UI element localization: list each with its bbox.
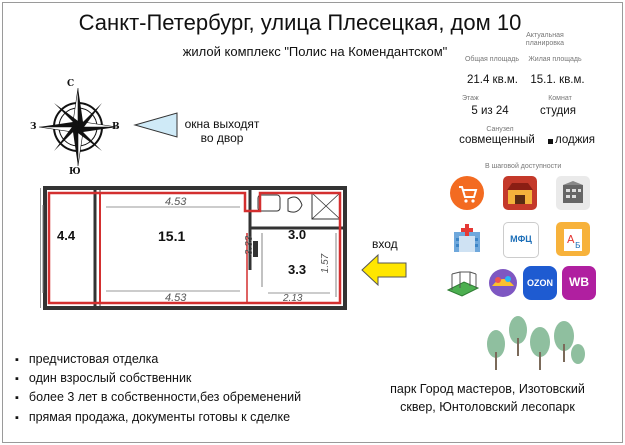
- window-direction-icon: [133, 112, 178, 138]
- bath-area-label: 3.0: [288, 227, 307, 242]
- loggia-area-label: 4.4: [57, 228, 76, 243]
- entrance-label: вход: [372, 237, 398, 251]
- ozon-icon: OZON: [523, 266, 557, 300]
- total-area-value: 21.4 кв.м.: [466, 74, 518, 86]
- living-area-label: Жилая площадь: [528, 56, 582, 63]
- balcony-value: лоджия: [555, 134, 596, 146]
- compass-south-label: Ю: [69, 167, 81, 177]
- parks-line1: парк Город мастеров, Изотовский: [390, 382, 585, 396]
- actual-layout-label: Актуальная планировка: [525, 32, 565, 47]
- complex-subtitle: жилой комплекс "Полис на Комендантском": [182, 44, 448, 59]
- feature-item: более 3 лет в собственности,без обремене…: [15, 388, 301, 407]
- bathroom-label: Санузел: [486, 126, 514, 133]
- window-note: окна выходят во двор: [172, 117, 272, 145]
- total-area-label: Общая площадь: [464, 56, 520, 63]
- dim-top-label: 4.53: [165, 196, 187, 208]
- entrance-arrow-icon: [361, 253, 407, 287]
- compass-west-label: З: [30, 122, 37, 132]
- bullet-icon: [548, 139, 553, 144]
- dim-vertical-left-label: 3.33: [244, 235, 256, 256]
- floor-value: 5 из 24: [471, 105, 509, 117]
- dim-vertical-right-label: 1.57: [320, 253, 332, 274]
- wb-label: WB: [569, 275, 589, 289]
- room-area-label: 15.1: [158, 228, 186, 244]
- parks-line2: сквер, Юнтоловский лесопарк: [400, 400, 575, 414]
- features-list: предчистовая отделка один взрослый собст…: [15, 350, 301, 427]
- window-note-line1: окна выходят: [184, 117, 260, 131]
- sports-ground-icon: [446, 266, 480, 300]
- feature-item: прямая продажа, документы готовы к сделк…: [15, 408, 301, 427]
- hospital-icon: [450, 222, 484, 256]
- compass-north-label: С: [67, 79, 75, 89]
- rooms-value: студия: [540, 105, 576, 117]
- dim-bottom-label: 4.53: [165, 292, 187, 304]
- floor-plan: [40, 186, 347, 310]
- feature-item: предчистовая отделка: [15, 350, 301, 369]
- dim-hall-bottom-label: 2.13: [283, 293, 303, 304]
- mfc-icon: МФЦ: [503, 222, 539, 258]
- living-area-value: 15.1. кв.м.: [530, 74, 585, 86]
- mfc-label: МФЦ: [510, 234, 532, 244]
- window-note-line2: во двор: [200, 131, 244, 145]
- hall-area-label: 3.3: [288, 262, 307, 277]
- svg-text:Б: Б: [575, 241, 581, 250]
- cafe-icon: [503, 176, 537, 210]
- page-title: Санкт-Петербург, улица Плесецкая, дом 10: [78, 10, 522, 35]
- compass-east-label: В: [112, 122, 120, 132]
- park-trees-icon: [487, 316, 585, 370]
- parks-text: парк Город мастеров, Изотовский сквер, Ю…: [380, 380, 595, 416]
- svg-text:А: А: [567, 233, 575, 246]
- rooms-label: Комнат: [548, 95, 572, 102]
- supermarket-icon: [450, 176, 484, 210]
- playground-icon: [486, 266, 520, 300]
- bathroom-value: совмещенный: [459, 134, 535, 146]
- office-building-icon: [556, 176, 590, 210]
- compass-rose-icon: [38, 87, 118, 167]
- wildberries-icon: WB: [562, 266, 596, 300]
- feature-item: один взрослый собственник: [15, 369, 301, 388]
- floor-label: Этаж: [462, 95, 479, 102]
- walking-distance-label: В шаговой доступности: [485, 163, 562, 170]
- ozon-label: OZON: [527, 278, 553, 288]
